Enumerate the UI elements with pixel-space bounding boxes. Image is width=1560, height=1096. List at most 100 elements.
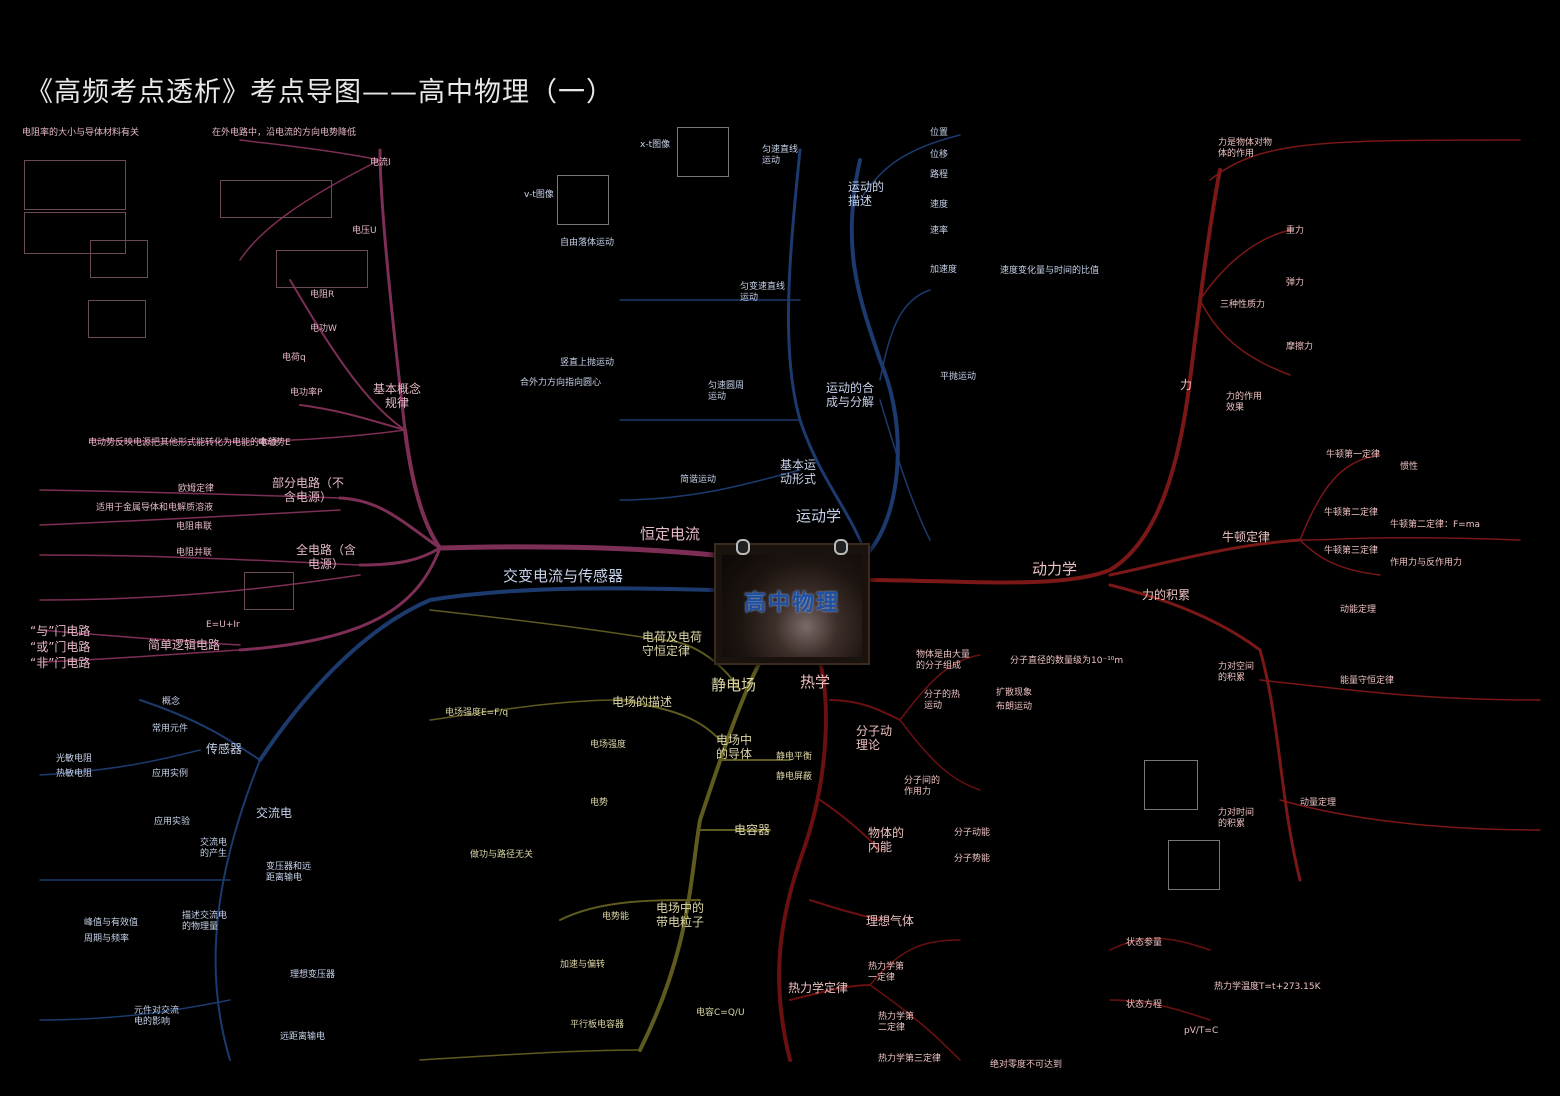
node-jilei[interactable]: 力的积累 (1142, 588, 1191, 602)
node-niu1[interactable]: 牛顿第一定律 (1326, 450, 1381, 460)
node-niu2[interactable]: 牛顿第二定律 (1324, 508, 1379, 518)
node-chuanganqi[interactable]: 传感器 (206, 742, 243, 756)
note: 做功与路径无关 (470, 850, 534, 860)
branch-jiaobian[interactable]: 交变电流与传感器 (503, 567, 624, 585)
node-shijian[interactable]: 力对时间的积累 (1218, 808, 1255, 829)
note: 热敏电阻 (56, 769, 93, 779)
node-fangcheng[interactable]: 状态方程 (1126, 1000, 1163, 1010)
node-dianzu[interactable]: 电阻R (310, 290, 335, 300)
node-hecheng[interactable]: 运动的合成与分解 (826, 381, 875, 410)
node-fenzidongneng[interactable]: 分子动能 (954, 828, 991, 838)
node-kongjian[interactable]: 力对空间的积累 (1218, 662, 1255, 683)
node-shiyan[interactable]: 应用实验 (154, 817, 191, 827)
node-oumu[interactable]: 欧姆定律 (178, 484, 215, 494)
note: 周期与频率 (84, 934, 130, 944)
node-bufen[interactable]: 部分电路（不含电源） (271, 476, 344, 505)
node-yunbian[interactable]: 匀变速直线运动 (740, 282, 786, 303)
node-yuanzhou[interactable]: 匀速圆周运动 (708, 381, 745, 402)
node-yuanjian[interactable]: 元件对交流电的影响 (134, 1006, 180, 1027)
node-chuanlian[interactable]: 电阻串联 (176, 522, 213, 532)
node-di1[interactable]: 热力学第一定律 (868, 962, 905, 983)
note: 远距离输电 (280, 1032, 326, 1042)
node-niu3[interactable]: 牛顿第三定律 (1324, 546, 1379, 556)
center-node[interactable]: 高中物理 (714, 539, 870, 665)
node-fei[interactable]: “非”门电路 (30, 656, 91, 670)
node-zuoyongli[interactable]: 分子间的作用力 (904, 776, 941, 797)
node-lucheng[interactable]: 路程 (930, 170, 949, 180)
node-dianshi[interactable]: 电势 (590, 798, 609, 808)
note: 平行板电容器 (570, 1020, 625, 1030)
branch-rexue[interactable]: 热学 (800, 673, 831, 691)
node-fenzishineng[interactable]: 分子势能 (954, 854, 991, 864)
note: 布朗运动 (996, 702, 1033, 712)
node-jiaoliu[interactable]: 交流电 (256, 806, 293, 820)
node-jiben[interactable]: 基本概念规律 (372, 382, 421, 411)
node-bianyaqi[interactable]: 变压器和远距离输电 (266, 862, 312, 883)
node-huo[interactable]: “或”门电路 (30, 640, 91, 654)
note: 热力学温度T=t+273.15K (1214, 982, 1321, 992)
node-zuoyong[interactable]: 力是物体对物体的作用 (1218, 138, 1273, 159)
node-jiasudu[interactable]: 加速度 (930, 265, 958, 275)
node-fenzi[interactable]: 分子动理论 (856, 724, 893, 753)
node-relixue[interactable]: 热力学定律 (788, 981, 849, 995)
node-miaoshu-jl[interactable]: 描述交流电的物理量 (182, 911, 228, 932)
node-yingyong[interactable]: 应用实例 (152, 769, 189, 779)
node-sanzhong[interactable]: 三种性质力 (1220, 300, 1266, 310)
node-dianchang-miaoshu[interactable]: 电场的描述 (612, 695, 673, 709)
node-luoji[interactable]: 简单逻辑电路 (148, 638, 221, 652)
node-dianhe-shouheng[interactable]: 电荷及电荷守恒定律 (642, 630, 703, 659)
node-quan[interactable]: 全电路（含电源） (296, 543, 357, 572)
node-jingdian-pingheng[interactable]: 静电平衡 (776, 752, 813, 762)
node-changyong[interactable]: 常用元件 (152, 724, 189, 734)
node-di3[interactable]: 热力学第三定律 (878, 1054, 942, 1064)
branch-donglixue[interactable]: 动力学 (1032, 560, 1078, 578)
branch-jingdian[interactable]: 静电场 (711, 676, 757, 694)
node-fenzi-zucheng[interactable]: 物体是由大量的分子组成 (916, 650, 971, 671)
node-zuoyongxiaoguo[interactable]: 力的作用效果 (1226, 392, 1263, 413)
note: 绝对零度不可达到 (990, 1060, 1063, 1070)
node-yunsu[interactable]: 匀速直线运动 (762, 145, 799, 166)
node-miaoshu[interactable]: 运动的描述 (848, 180, 885, 209)
node-dianshineng[interactable]: 电势能 (602, 912, 630, 922)
note: x-t图像 (640, 140, 671, 150)
node-niudun[interactable]: 牛顿定律 (1222, 530, 1271, 544)
node-diandongshi[interactable]: 电动势E (258, 438, 291, 448)
note: 牛顿第二定律：F=ma (1390, 520, 1481, 530)
node-jingdian-pingbi[interactable]: 静电屏蔽 (776, 772, 813, 782)
node-dianhe[interactable]: 电荷q (282, 353, 306, 363)
node-gainian[interactable]: 概念 (162, 697, 181, 707)
node-jianxie[interactable]: 简谐运动 (680, 475, 717, 485)
node-binglian[interactable]: 电阻并联 (176, 548, 213, 558)
node-daidian[interactable]: 电场中的带电粒子 (656, 901, 705, 930)
node-lixiang[interactable]: 理想气体 (866, 914, 915, 928)
circuit-diagram (24, 212, 126, 254)
node-dianliu[interactable]: 电流I (370, 158, 391, 168)
note: 自由落体运动 (560, 238, 615, 248)
branch-hengding[interactable]: 恒定电流 (640, 525, 701, 543)
node-di2[interactable]: 热力学第二定律 (878, 1012, 915, 1033)
node-dianya[interactable]: 电压U (352, 226, 377, 236)
center-label: 高中物理 (743, 591, 840, 616)
node-daoti[interactable]: 电场中的导体 (716, 733, 753, 762)
note: 峰值与有效值 (84, 918, 139, 928)
node-weiyi[interactable]: 位移 (930, 150, 949, 160)
note: 加速与偏转 (560, 960, 606, 970)
node-diangong[interactable]: 电功W (310, 324, 337, 334)
node-chansheng[interactable]: 交流电的产生 (200, 838, 228, 859)
node-neineng[interactable]: 物体的内能 (868, 826, 905, 855)
node-yu[interactable]: “与”门电路 (30, 624, 91, 638)
note: 合外力方向指向圆心 (520, 378, 602, 388)
node-dianchangqiang[interactable]: 电场强度 (590, 740, 627, 750)
node-dianliang[interactable]: 电功率P (290, 388, 323, 398)
node-sulv[interactable]: 速率 (930, 226, 949, 236)
node-reyundong[interactable]: 分子的热运动 (924, 690, 961, 711)
branch-yundong[interactable]: 运动学 (796, 507, 842, 525)
node-li[interactable]: 力 (1180, 378, 1193, 392)
node-zhuangtai[interactable]: 状态参量 (1126, 938, 1163, 948)
circuit-diagram (90, 240, 148, 278)
node-weizhi[interactable]: 位置 (930, 128, 949, 138)
node-sudu[interactable]: 速度 (930, 200, 949, 210)
node-jiben-yundong[interactable]: 基本运动形式 (780, 458, 817, 487)
node-dianrongqi[interactable]: 电容器 (734, 823, 771, 837)
note: 动量定理 (1300, 798, 1337, 808)
